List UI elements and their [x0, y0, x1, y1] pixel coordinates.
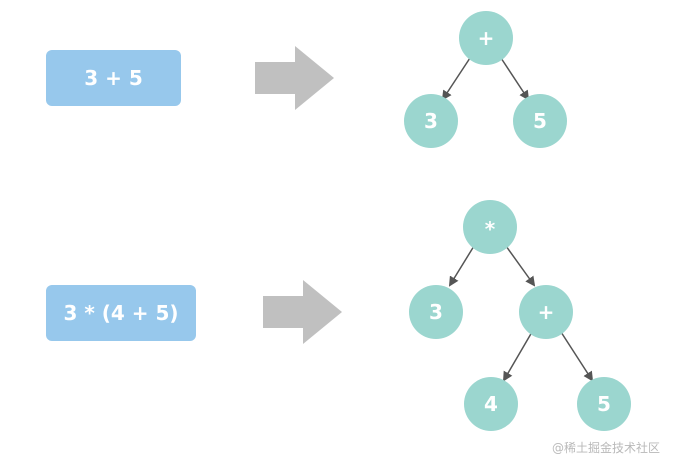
svg-text:5: 5	[533, 109, 547, 133]
tree2-node-right-right: 5	[577, 377, 631, 431]
svg-text:5: 5	[597, 392, 611, 416]
svg-text:4: 4	[484, 392, 498, 416]
svg-text:+: +	[478, 26, 495, 50]
tree1-node-right: 5	[513, 94, 567, 148]
tree2-node-left: 3	[409, 285, 463, 339]
transform-arrow-2	[263, 280, 342, 344]
svg-text:3: 3	[429, 300, 443, 324]
tree1-node-left: 3	[404, 94, 458, 148]
tree2-edge-root-right	[505, 245, 536, 287]
transform-arrow-1	[255, 46, 334, 110]
svg-text:+: +	[538, 300, 555, 324]
tree1-node-root: +	[459, 11, 513, 65]
tree2-node-right-left: 4	[464, 377, 518, 431]
tree1-edge-right	[500, 57, 530, 101]
tree2-node-right: +	[519, 285, 573, 339]
expression-box-1: 3 + 5	[46, 50, 181, 106]
tree2-edge-root-left	[448, 245, 475, 287]
tree2-edge-plus-right	[560, 331, 594, 382]
tree2-edge-plus-left	[502, 331, 533, 382]
tree1-edge-left	[441, 57, 471, 101]
svg-text:3: 3	[424, 109, 438, 133]
svg-text:*: *	[485, 217, 496, 241]
tree2-node-root: *	[463, 200, 517, 254]
watermark: @稀土掘金技术社区	[551, 441, 660, 455]
expression-box-2: 3 * (4 + 5)	[46, 285, 196, 341]
